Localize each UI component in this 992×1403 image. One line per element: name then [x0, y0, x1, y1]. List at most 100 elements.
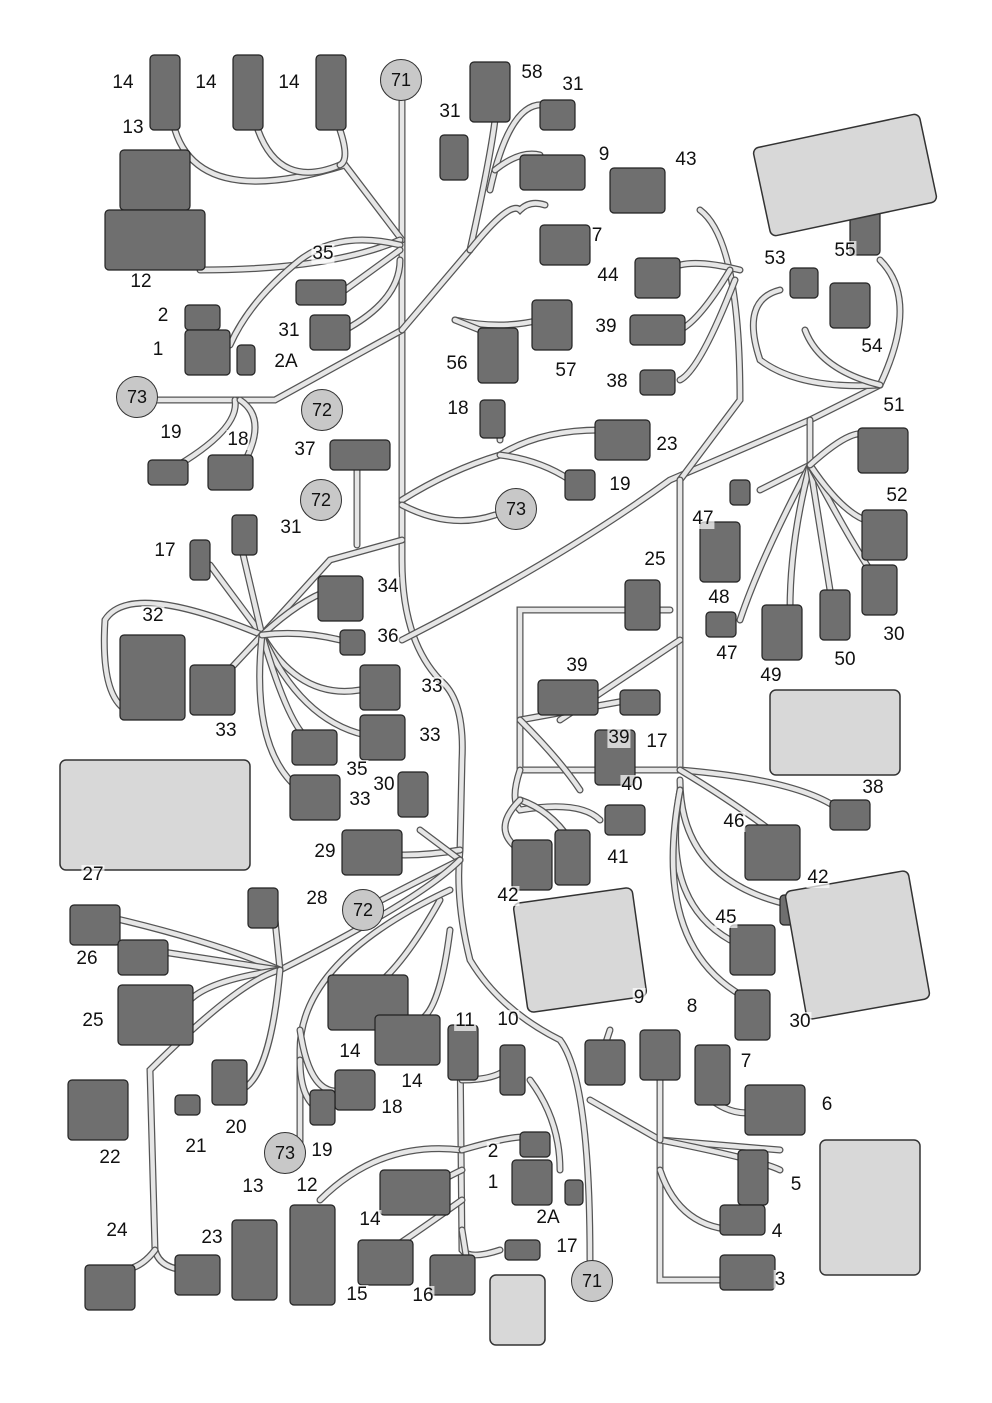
- wire-segment: [126, 326, 406, 404]
- control-unit: [752, 113, 938, 237]
- part-callout: 52: [885, 485, 909, 506]
- part-callout: 57: [554, 360, 578, 381]
- control-unit: [819, 1139, 921, 1276]
- connector-part: [729, 479, 751, 506]
- wire-segment: [527, 1077, 563, 1173]
- part-callout: 19: [159, 422, 183, 443]
- connector-part: [629, 314, 686, 346]
- part-callout: 1: [151, 339, 165, 360]
- connector-part: [539, 99, 576, 131]
- connector-part: [537, 679, 599, 716]
- part-callout: 36: [376, 626, 400, 647]
- part-callout: 48: [707, 587, 731, 608]
- wire-segment: [239, 547, 265, 638]
- connector-part: [609, 167, 666, 214]
- connector-part: [819, 589, 851, 641]
- part-callout: 27: [81, 864, 105, 885]
- wire-segment: [417, 827, 463, 863]
- wire-segment: [677, 777, 793, 908]
- wire-segment: [452, 317, 483, 333]
- part-callout: 8: [685, 996, 699, 1017]
- connector-part: [374, 1014, 441, 1066]
- connector-part: [184, 304, 221, 331]
- connector-part: [334, 1069, 376, 1111]
- connector-part: [744, 824, 801, 881]
- wire-segment: [399, 382, 883, 643]
- part-callout: 46: [722, 811, 746, 832]
- connector-part: [329, 439, 391, 471]
- connector-part: [705, 611, 737, 638]
- part-callout: 20: [224, 1117, 248, 1138]
- connector-part: [341, 829, 403, 876]
- part-callout: 17: [555, 1236, 579, 1257]
- connector-part: [857, 427, 909, 474]
- part-callout: 31: [279, 517, 303, 538]
- part-callout: 39: [565, 655, 589, 676]
- part-callout: 11: [454, 1010, 476, 1031]
- connector-part: [564, 469, 596, 501]
- connector-part: [231, 514, 258, 556]
- wire-segment: [259, 537, 405, 638]
- wire-segment: [517, 717, 583, 793]
- connector-part: [539, 224, 591, 266]
- connector-part: [207, 454, 254, 491]
- part-callout: 2: [486, 1141, 500, 1162]
- connector-part: [554, 829, 591, 886]
- connector-part: [511, 839, 553, 891]
- part-callout: 55: [833, 240, 857, 261]
- connector-part: [84, 1264, 136, 1311]
- part-callout: 2A: [273, 351, 299, 372]
- part-callout: 12: [295, 1175, 319, 1196]
- wire-segment: [258, 631, 314, 744]
- connector-part: [117, 939, 169, 976]
- connector-part: [699, 521, 741, 583]
- connector-part: [289, 774, 341, 821]
- connector-part: [504, 1239, 541, 1261]
- connector-part: [719, 1204, 766, 1236]
- part-callout: 12: [129, 271, 153, 292]
- connector-part: [744, 1084, 806, 1136]
- part-callout: 17: [153, 540, 177, 561]
- reference-circle: 71: [380, 59, 422, 101]
- part-callout: 13: [241, 1176, 265, 1197]
- connector-part: [531, 299, 573, 351]
- part-callout: 19: [608, 474, 632, 495]
- part-callout: 49: [759, 665, 783, 686]
- wire-segment: [802, 327, 883, 388]
- part-callout: 7: [590, 225, 604, 246]
- part-callout: 41: [606, 847, 630, 868]
- wire-segment: [259, 631, 343, 643]
- control-unit: [512, 887, 648, 1013]
- wire-segment: [147, 967, 283, 1273]
- connector-part: [829, 282, 871, 329]
- wire-segment: [807, 462, 868, 523]
- part-callout: 45: [714, 907, 738, 928]
- part-callout: 40: [620, 774, 644, 795]
- control-unit: [489, 1274, 546, 1346]
- connector-part: [604, 804, 646, 836]
- connector-part: [439, 134, 469, 181]
- connector-part: [295, 279, 347, 306]
- part-callout: 39: [594, 316, 618, 337]
- connector-part: [289, 1204, 336, 1306]
- connector-part: [359, 714, 406, 761]
- control-unit: [769, 689, 901, 776]
- wire-segment: [272, 917, 283, 973]
- wire-segment: [751, 287, 883, 388]
- connector-part: [232, 54, 264, 131]
- part-callout: 54: [860, 336, 884, 357]
- wire-segment: [670, 787, 753, 1003]
- connector-part: [379, 1169, 451, 1216]
- connector-part: [149, 54, 181, 131]
- wire-segment: [337, 127, 348, 168]
- connector-part: [429, 1254, 476, 1296]
- connector-part: [789, 267, 819, 299]
- wire-segment: [227, 237, 403, 348]
- part-callout: 43: [674, 149, 698, 170]
- part-callout: 44: [596, 265, 620, 286]
- part-callout: 56: [445, 353, 469, 374]
- connector-part: [397, 771, 429, 818]
- connector-part: [104, 209, 206, 271]
- part-callout: 4: [770, 1221, 784, 1242]
